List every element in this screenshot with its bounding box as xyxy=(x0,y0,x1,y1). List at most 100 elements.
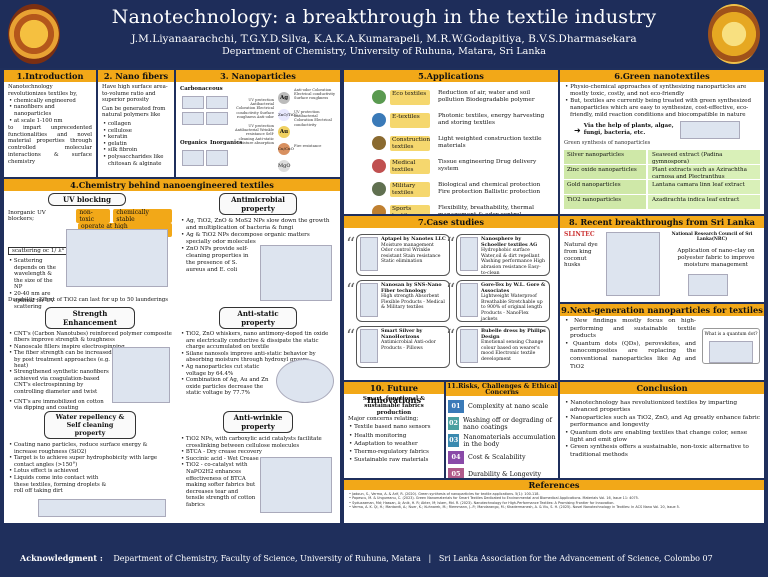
case-study-heading: Bubelle dress by Philips Design xyxy=(481,328,546,340)
uv-bullet: Scattering depends on the wavelength & t… xyxy=(14,258,60,291)
future-bullet: Adaptation to weather xyxy=(354,440,440,449)
risk-text: Complexity at nano scale xyxy=(468,403,549,410)
ag-props: UV protection Antibacterial Coloration E… xyxy=(236,98,274,119)
strength-diagram xyxy=(112,347,170,403)
green-row-source: Lantana camara linn leaf extract xyxy=(646,180,760,194)
wr-bullet: Liquids come into contact with these tex… xyxy=(14,475,114,495)
aw-bullet: TiO2 - co-catalyst with NaPO2H2 enhances… xyxy=(186,462,258,508)
strength-heading: Strength Enhancement xyxy=(45,307,135,329)
green-row-source: Plant extracts such as Azirachtha carnos… xyxy=(646,165,760,187)
application-row: Sports textilesFlexibility, breathabilit… xyxy=(372,201,552,214)
green-row-np: TiO2 nanoparticles xyxy=(564,195,646,209)
case-study-image xyxy=(360,283,378,317)
risk-item: 01 Complexity at nano scale xyxy=(448,399,556,414)
university-logo xyxy=(8,4,60,64)
uv-tag: chemically stable xyxy=(113,209,172,223)
antimicrobial-diagram xyxy=(260,245,332,301)
case-study-body: High strength Absorbent Flexible Product… xyxy=(381,294,445,311)
green-title: 6.Green nanotextiles xyxy=(560,70,764,82)
nextgen-bullet: Quantum dots (QDs), perovskites, and nan… xyxy=(570,341,696,371)
application-row: E-textiles Photonic textiles, energy harv… xyxy=(372,109,552,131)
case-study-image xyxy=(460,329,478,363)
polymer-item: cellulose xyxy=(108,128,170,135)
case-study-body: Antimicrobial Anti-odor Products - Pillo… xyxy=(381,340,436,351)
cu-node: Cu/CuO xyxy=(278,143,294,155)
future-panel: 10. Future Innovations Smart, functional… xyxy=(344,382,444,478)
str-bullet: Strengthened synthetic nanofibers achiev… xyxy=(14,369,114,395)
application-tag: Military textiles xyxy=(390,181,430,197)
green-row-source: Azadirachta indica leaf extract xyxy=(646,195,760,209)
green-caption: Green synthesis of nanoparticles xyxy=(564,140,651,146)
application-tag: E-textiles xyxy=(390,112,430,128)
future-bullet: Thermo-regulatory fabrics xyxy=(354,449,440,456)
green-row-np: Zinc oxide nanoparticles xyxy=(564,165,646,179)
aw-bullet: BTCA - Dry crease recovery xyxy=(186,449,336,456)
case-study-image xyxy=(460,283,478,317)
uv-heading: UV blocking xyxy=(48,193,126,206)
case-study-body: Moisture management Odor control Wrinkle… xyxy=(381,242,441,265)
case-study-heading: Smart Silver by NanoHorizons xyxy=(381,328,423,340)
quantum-dot-box: What is a quantum dot? xyxy=(702,328,760,364)
conclusion-bullet: Quantum dots are enabling textiles that … xyxy=(570,430,760,445)
reference-item: Popescu, M. & Ungureanu, C. (2023). Gree… xyxy=(352,496,760,500)
quote-icon: “ xyxy=(446,280,456,301)
applications-title: 5.Applications xyxy=(344,70,558,82)
ack-label: Acknowledgment : xyxy=(20,553,103,563)
risks-title: 11.Risks, Challenges & Ethical Concerns xyxy=(446,382,558,396)
srilanka-title: 8. Recent breakthroughs from Sri Lanka xyxy=(560,216,764,228)
application-icon xyxy=(372,113,386,127)
uv-text: Inorganic UV blockers; xyxy=(8,210,46,222)
polymer-item: collagen xyxy=(108,121,170,128)
as-bullet: Ag nanoparticles cut static voltage by 6… xyxy=(186,364,274,377)
arrow-right-icon: ➜ xyxy=(574,125,581,135)
mgo-node: MgO xyxy=(278,160,290,172)
graphene-image xyxy=(182,112,204,125)
as-bullet: TiO2, ZnO whiskers, nano antimony-doped … xyxy=(186,331,336,351)
mgo-props: Fire resistance xyxy=(294,144,322,148)
am-bullet: Ag & TiO2 NPs decompose organic matters … xyxy=(186,232,336,246)
conclusion-title: Conclusion xyxy=(560,382,764,394)
application-text: Flexibility, breathability, thermal mana… xyxy=(438,205,534,214)
quote-icon: “ xyxy=(346,326,356,347)
risk-number: 01 xyxy=(448,400,464,413)
green-bullet: Physio-chemical approaches of synthesizi… xyxy=(570,84,760,98)
application-text: Photonic textiles, energy harvesting and… xyxy=(438,113,545,126)
as-bullet: Silane nanosols improve anti-static beha… xyxy=(186,351,336,364)
cu-props: UV protection Antibacterial Coloration E… xyxy=(294,110,332,127)
nanodiamond-image xyxy=(206,112,228,125)
slintec-logo: SLINTEC xyxy=(564,231,595,238)
nextgen-bullet: New findings mostly focus on high-perfor… xyxy=(570,318,696,341)
quote-icon: “ xyxy=(446,326,456,347)
future-lead: Major concerns relating; xyxy=(348,416,419,423)
conclusion-bullet: Nanoparticles such as TiO2, ZnO, and Ag … xyxy=(570,415,760,430)
application-tag: Construction textiles xyxy=(390,135,431,151)
application-icon xyxy=(372,90,386,104)
green-synthesis-image xyxy=(679,121,740,139)
wrinkle-bar-chart xyxy=(260,457,332,513)
risk-number: 05 xyxy=(448,468,464,478)
nextgen-panel: 9.Next-generation nanoparticles for text… xyxy=(560,304,764,380)
future-bullet: Textile based nano sensors xyxy=(354,423,440,432)
quote-icon: “ xyxy=(346,280,356,301)
risk-text: Nanomaterials accumulation in the body xyxy=(463,433,556,448)
intro-text: Nanotechnology revolutionizes textiles b… xyxy=(8,84,78,97)
uv-diagram xyxy=(66,229,168,287)
green-via: Via the help of plants, algae, fungi, ba… xyxy=(583,123,674,136)
conclusion-bullet: Green synthesis offers a sustainable, no… xyxy=(570,444,760,459)
quantum-dot-image xyxy=(709,340,753,363)
case-study-body: Emotional sensing Change colour based on… xyxy=(481,340,544,362)
risks-panel: 11.Risks, Challenges & Ethical Concerns … xyxy=(446,382,558,478)
poster-title: Nanotechnology: a breakthrough in the te… xyxy=(111,6,657,28)
case-study-image xyxy=(460,237,478,271)
application-text: Reduction of air, water and soil polluti… xyxy=(438,90,535,103)
